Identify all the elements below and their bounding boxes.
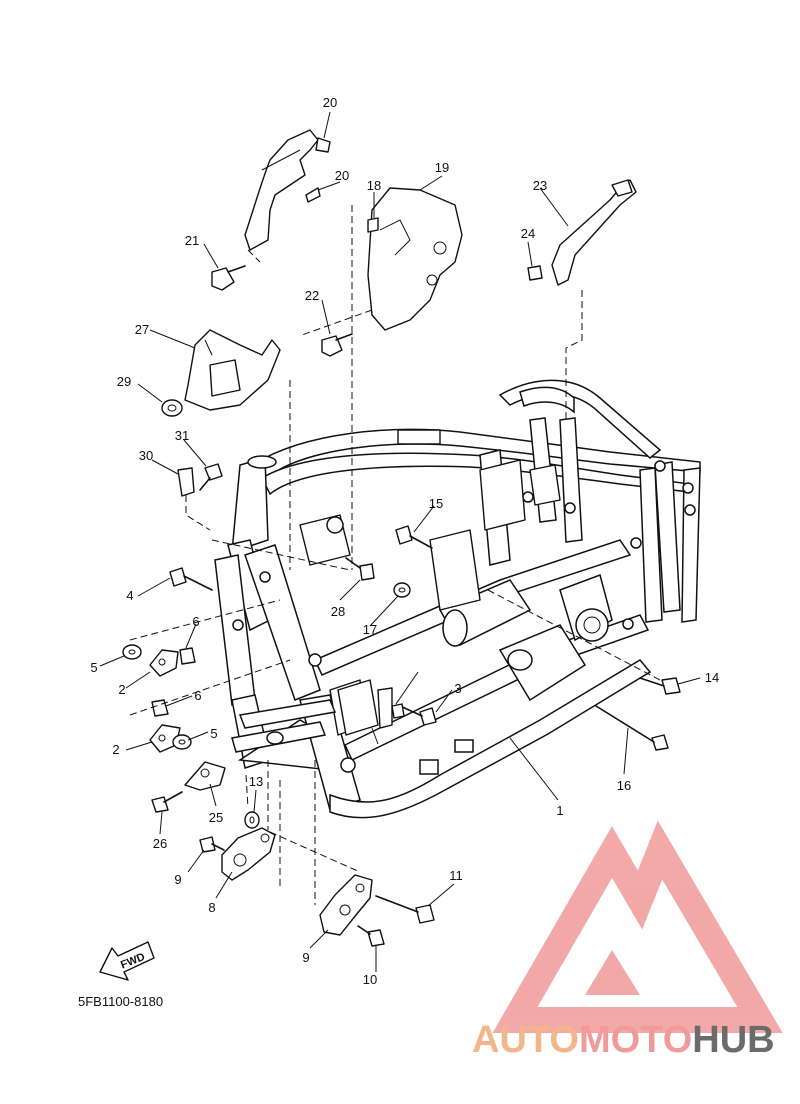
bolt-13 [395,525,433,549]
cover-18 [244,129,331,251]
label-9-left: 9 [174,872,181,887]
bolt-14 [595,705,669,751]
label-19: 20 [335,168,349,183]
fwd-arrow-icon: FWD [99,941,155,981]
label-7: 8 [208,900,215,915]
label-24: 26 [153,836,167,851]
label-14: 16 [617,778,631,793]
bracket-30-31 [337,679,393,736]
watermark-text: AUTOMOTOHUB [472,1019,775,1061]
label-1: 1 [556,803,563,818]
label-18: 20 [323,95,337,110]
part-labels: 20 20 19 18 23 24 21 22 27 29 31 30 15 4… [90,95,719,987]
label-9-right: 10 [363,972,377,987]
label-6-lower: 6 [194,688,201,703]
label-2-upper: 2 [118,682,125,697]
label-20-lower: 22 [305,288,319,303]
label-6-upper: 6 [192,614,199,629]
bracket-19 [305,187,321,203]
main-frame [214,379,701,819]
plate-7 [221,827,276,881]
washer-11 [244,811,260,829]
bolt-9-right [357,925,385,947]
label-2-lower: 2 [112,742,119,757]
label-22: 24 [521,226,535,241]
clip-17 [367,217,379,233]
bracket-21 [551,179,637,286]
label-5-lower: 5 [210,726,217,741]
label-25: 27 [135,322,149,337]
bolt-20-lower [321,333,353,357]
diagram-code: 5FB1100-8180 [78,994,163,1009]
bolt-26 [345,557,375,581]
collar-27 [161,399,183,417]
label-10: 11 [449,868,463,883]
bolt-24 [151,791,183,813]
leader-lines [99,111,701,972]
bolt-9-left [199,836,225,853]
bracket-23 [184,761,226,791]
label-8: 9 [302,950,309,965]
bolts-6 [151,647,196,717]
svg-text:AUTOMOTOHUB: AUTOMOTOHUB [472,1019,775,1061]
watermark-logo [492,820,783,1033]
bolt-20-upper [211,265,246,291]
washers-5 [122,644,192,750]
bracket-28 [177,467,195,497]
watermark-moto: MOTO [579,1019,692,1061]
bolt-29 [199,463,223,491]
plates-2 [149,649,181,753]
label-15: 17 [363,622,377,637]
bolt-22 [527,265,543,281]
label-28: 30 [139,448,153,463]
label-5-upper: 5 [90,660,97,675]
label-20-upper: 21 [185,233,199,248]
label-21: 23 [533,178,547,193]
cover-16 [367,187,463,331]
watermark-auto: AUTO [472,1019,579,1061]
label-13: 15 [429,496,443,511]
bolt-30 [391,703,405,719]
washer-15 [393,582,411,598]
guide-lines [129,205,661,905]
bracket-25 [184,329,281,411]
label-23: 25 [209,810,223,825]
label-4: 4 [126,588,133,603]
bolt-4 [169,567,213,591]
bolt-10 [375,895,435,924]
label-26: 28 [331,604,345,619]
label-3: 3 [454,681,461,696]
plate-8 [319,874,373,936]
label-29: 31 [175,428,189,443]
bolt-12 [639,677,681,695]
label-27: 29 [117,374,131,389]
label-17: 18 [367,178,381,193]
label-16: 19 [435,160,449,175]
watermark-hub: HUB [692,1019,774,1061]
label-12: 14 [705,670,719,685]
label-11: 13 [249,774,263,789]
